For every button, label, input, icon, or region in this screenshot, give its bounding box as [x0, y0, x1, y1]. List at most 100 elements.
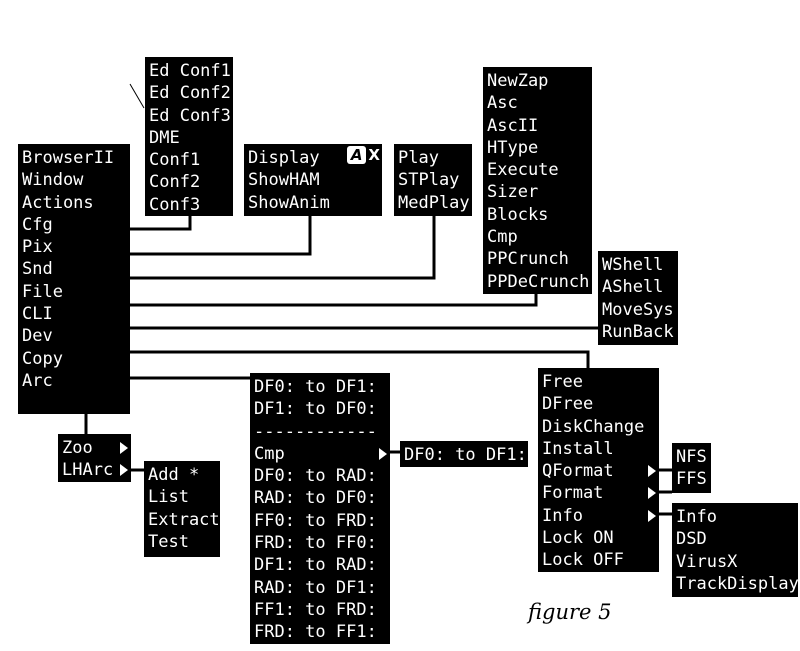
file-item-newzap[interactable]: NewZap [487, 71, 549, 91]
format-item-ffs[interactable]: FFS [676, 469, 707, 490]
dev-item-info[interactable]: Info [542, 505, 656, 527]
dev-item-info-label: Info [542, 505, 583, 526]
info-item-info[interactable]: Info [676, 507, 717, 527]
copy-submenu: DF0: to DF1: DF1: to DF0: ------------ C… [250, 373, 390, 644]
main-item-browserii[interactable]: BrowserII [22, 148, 115, 168]
arc-item-zoo-label: Zoo [62, 438, 93, 458]
cfg-item-dme[interactable]: DME [149, 127, 180, 148]
copy-item-df1-to-rad[interactable]: DF1: to RAD: [254, 555, 377, 576]
cfg-item-ed-conf2[interactable]: Ed Conf2 [149, 83, 231, 104]
file-item-htype[interactable]: HType [487, 137, 539, 158]
cli-item-movesys[interactable]: MoveSys [602, 299, 674, 320]
copy-item-df0-to-rad[interactable]: DF0: to RAD: [254, 466, 377, 487]
file-connector [130, 294, 538, 307]
dev-item-lock-off[interactable]: Lock OFF [542, 550, 624, 571]
arc-item-zoo[interactable]: Zoo [62, 437, 128, 459]
snd-item-stplay[interactable]: STPlay [398, 170, 460, 191]
copy-item-frd-to-ff1[interactable]: FRD: to FF1: [254, 622, 377, 643]
main-item-cli[interactable]: CLI [22, 304, 53, 325]
cli-item-runback[interactable]: RunBack [602, 321, 674, 342]
lharc-submenu: Add * List Extract Test [144, 461, 220, 557]
pix-item-showanim[interactable]: ShowAnim [248, 192, 330, 213]
main-item-cfg[interactable]: Cfg [22, 214, 53, 235]
arc-item-lharc-label: LHArc [62, 460, 114, 481]
file-item-cmp[interactable]: Cmp [487, 227, 518, 248]
copy-separator: ------------ [254, 421, 377, 442]
file-item-ppcrunch[interactable]: PPCrunch [487, 249, 569, 270]
figure-caption: figure 5 [528, 600, 612, 624]
submenu-arrow-icon [379, 447, 387, 460]
file-item-blocks[interactable]: Blocks [487, 204, 549, 225]
main-item-window[interactable]: Window [22, 170, 84, 191]
submenu-arrow-icon [648, 465, 656, 478]
dev-item-dfree[interactable]: DFree [542, 394, 594, 415]
format-connector [659, 468, 672, 494]
cfg-connector [130, 216, 192, 231]
dev-item-install[interactable]: Install [542, 438, 614, 459]
lharc-item-add[interactable]: Add * [148, 465, 200, 485]
main-item-actions[interactable]: Actions [22, 192, 94, 213]
snd-item-medplay[interactable]: MedPlay [398, 192, 470, 213]
cmp-item-df0-to-df1[interactable]: DF0: to DF1: [404, 445, 527, 465]
cli-item-wshell[interactable]: WShell [602, 255, 664, 275]
info-item-dsd[interactable]: DSD [676, 529, 707, 550]
snd-item-play[interactable]: Play [398, 148, 439, 168]
format-item-nfs[interactable]: NFS [676, 447, 707, 467]
file-item-asc[interactable]: Asc [487, 93, 518, 114]
info-item-trackdisplay[interactable]: TrackDisplay [676, 573, 799, 594]
cli-item-ashell[interactable]: AShell [602, 277, 664, 298]
cli-submenu: WShell AShell MoveSys RunBack [598, 251, 678, 345]
main-item-copy[interactable]: Copy [22, 348, 63, 369]
copy-item-rad-to-df0[interactable]: RAD: to DF0: [254, 488, 377, 509]
main-item-arc[interactable]: Arc [22, 370, 53, 391]
dev-item-qformat-label: QFormat [542, 461, 614, 482]
copy-item-ff1-to-frd[interactable]: FF1: to FRD: [254, 599, 377, 620]
file-item-sizer[interactable]: Sizer [487, 182, 539, 203]
lharc-item-list[interactable]: List [148, 487, 189, 508]
cfg-item-conf2[interactable]: Conf2 [149, 172, 201, 193]
dev-item-free[interactable]: Free [542, 372, 583, 392]
lharc-item-test[interactable]: Test [148, 531, 189, 552]
file-item-execute[interactable]: Execute [487, 160, 559, 181]
cmp-submenu: DF0: to DF1: [400, 441, 528, 467]
dev-item-diskchange[interactable]: DiskChange [542, 416, 645, 437]
copy-item-cmp-label: Cmp [254, 443, 285, 464]
cfg-item-conf3[interactable]: Conf3 [149, 194, 201, 215]
copy-item-ff0-to-frd[interactable]: FF0: to FRD: [254, 510, 377, 531]
info-submenu: Info DSD VirusX TrackDisplay [672, 503, 799, 597]
cfg-item-conf1[interactable]: Conf1 [149, 150, 201, 171]
main-item-snd[interactable]: Snd [22, 259, 53, 280]
main-item-pix[interactable]: Pix [22, 237, 53, 258]
arc-item-lharc[interactable]: LHArc [62, 459, 128, 481]
cfg-submenu: Ed Conf1 Ed Conf2 Ed Conf3 DME Conf1 Con… [145, 57, 233, 216]
dev-submenu: Free DFree DiskChange Install QFormat Fo… [538, 368, 659, 572]
copy-item-frd-to-ff0[interactable]: FRD: to FF0: [254, 533, 377, 554]
file-submenu: NewZap Asc AscII HType Execute Sizer Blo… [483, 67, 592, 294]
copy-item-df1-to-df0[interactable]: DF1: to DF0: [254, 399, 377, 420]
dev-connector [130, 350, 590, 368]
file-item-ppdecrunch[interactable]: PPDeCrunch [487, 271, 590, 292]
dev-item-qformat[interactable]: QFormat [542, 460, 656, 482]
pix-item-display[interactable]: Display [248, 148, 320, 168]
cfg-item-ed-conf1[interactable]: Ed Conf1 [149, 61, 231, 81]
file-item-ascii[interactable]: AscII [487, 115, 539, 136]
pointer-stroke [129, 83, 145, 109]
dev-item-format-label: Format [542, 483, 604, 504]
copy-item-df0-to-df1[interactable]: DF0: to DF1: [254, 377, 377, 397]
arc-submenu: Zoo LHArc [58, 434, 131, 482]
copy-item-cmp[interactable]: Cmp [254, 443, 387, 465]
main-item-dev[interactable]: Dev [22, 326, 53, 347]
main-menu: BrowserII Window Actions Cfg Pix Snd Fil… [18, 144, 130, 414]
cfg-item-ed-conf3[interactable]: Ed Conf3 [149, 105, 231, 126]
lharc-item-extract[interactable]: Extract [148, 509, 220, 530]
main-item-file[interactable]: File [22, 281, 63, 302]
info-item-virusx[interactable]: VirusX [676, 551, 738, 572]
pix-item-showham[interactable]: ShowHAM [248, 170, 320, 191]
submenu-arrow-icon [648, 487, 656, 500]
dev-item-lock-on[interactable]: Lock ON [542, 528, 614, 549]
dev-item-format[interactable]: Format [542, 482, 656, 504]
copy-item-rad-to-df1[interactable]: RAD: to DF1: [254, 577, 377, 598]
